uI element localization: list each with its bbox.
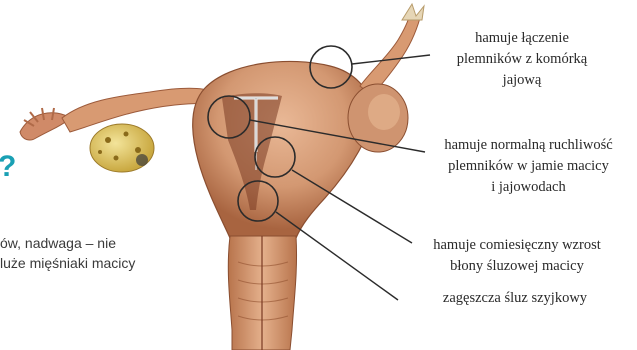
annotation-line: hamuje comiesięczny wzrost [412,235,622,256]
annotation-cervical-mucus: zagęszcza śluz szyjkowy [398,288,632,309]
annotation-endometrium: hamuje comiesięczny wzrost błony śluzowe… [412,235,622,277]
cut-off-body-line-2: luże mięśniaki macicy [0,255,135,271]
left-fimbriae [20,108,70,140]
left-ovary [90,124,154,172]
uterus-body [193,61,372,238]
annotation-line: zagęszcza śluz szyjkowy [398,288,632,309]
annotation-line: hamuje normalną ruchliwość [425,135,632,156]
annotation-line: plemników z komórką [432,49,612,70]
right-ovary [348,84,408,152]
right-fallopian-tube [360,14,420,96]
cut-off-body-line-1: ów, nadwaga – nie [0,235,116,251]
annotation-sperm-motility: hamuje normalną ruchliwość plemników w j… [425,135,632,198]
annotation-line: plemników w jamie macicy [425,156,632,177]
annotation-line: hamuje łączenie [432,28,612,49]
annotation-fertilization: hamuje łączenie plemników z komórką jajo… [432,28,612,91]
cut-off-heading: ? [0,150,16,184]
annotation-line: błony śluzowej macicy [412,256,622,277]
annotation-line: jajową [432,70,612,91]
right-fimbriae [402,4,424,20]
left-fallopian-tube [62,88,214,132]
annotation-line: i jajowodach [425,177,632,198]
